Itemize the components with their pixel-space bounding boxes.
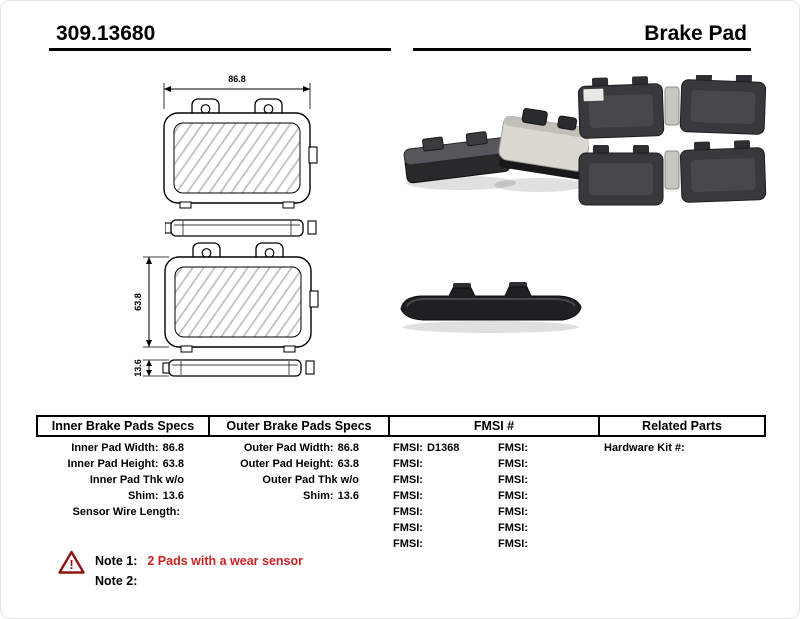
svg-text:!: !: [69, 557, 73, 572]
pad-photo-perspective: [403, 108, 589, 192]
inner-pad-height-row: Inner Pad Height:63.8: [67, 458, 184, 470]
fmsi-row: FMSI:: [393, 506, 423, 518]
header-related-parts: Related Parts: [598, 417, 764, 435]
inner-pad-width-row: Inner Pad Width:86.8: [71, 442, 184, 454]
header-rule-right: [413, 48, 751, 51]
header-inner-specs: Inner Brake Pads Specs: [51, 419, 195, 433]
outer-pad-width-row: Outer Pad Width:86.8: [243, 442, 359, 454]
fmsi-row: FMSI:: [393, 474, 423, 486]
pad-label-sticker: [583, 88, 604, 102]
pad-front-drawing-width: 86.8: [163, 74, 318, 209]
part-number: 309.13680: [56, 22, 156, 45]
fmsi-row: FMSI:: [498, 522, 528, 534]
pad-photo-set: [577, 75, 767, 206]
pad-edge-drawing-thickness: 13.6: [133, 359, 315, 377]
fmsi-row: FMSI:: [498, 474, 528, 486]
brake-pad-front-outline-2: [164, 242, 319, 353]
fmsi-row: FMSI:: [498, 538, 528, 550]
note-2-label: Note 2:: [95, 574, 138, 588]
outer-pad-thk-row: Outer Pad Thk w/o Shim:13.6: [262, 474, 359, 502]
header-outer-specs: Outer Brake Pads Specs: [208, 417, 388, 435]
note-1-label: Note 1:: [95, 554, 138, 568]
fmsi-row: FMSI:: [498, 442, 528, 454]
brake-pad-front-outline: [163, 98, 318, 209]
pad-height-dimension: 63.8: [133, 293, 143, 311]
outer-pad-height-row: Outer Pad Height:63.8: [240, 458, 359, 470]
fmsi-row: FMSI:: [498, 506, 528, 518]
note-2: Note 2:: [95, 574, 147, 588]
warning-triangle-icon: !: [58, 550, 85, 574]
fmsi-row: FMSI:: [393, 522, 423, 534]
fmsi-row: FMSI:D1368: [393, 442, 460, 454]
sensor-wire-length-row: Sensor Wire Length:: [72, 506, 180, 518]
fmsi-column-1: FMSI:D1368 FMSI: FMSI: FMSI: FMSI: FMSI:…: [393, 440, 493, 552]
note-1: Note 1: 2 Pads with a wear sensor: [95, 554, 303, 568]
pad-edge-drawing-top: [165, 219, 317, 237]
fmsi-row: FMSI:: [498, 490, 528, 502]
pad-width-dimension: 86.8: [228, 74, 246, 84]
pad-thickness-dimension: 13.6: [133, 359, 143, 377]
header-fmsi: FMSI #: [388, 417, 598, 435]
fmsi-row: FMSI:: [498, 458, 528, 470]
inner-specs-column: Inner Pad Width:86.8 Inner Pad Height:63…: [36, 440, 184, 520]
note-1-text: 2 Pads with a wear sensor: [147, 554, 303, 568]
spec-table-header-row: Inner Brake Pads Specs Outer Brake Pads …: [36, 415, 766, 437]
page-title: Brake Pad: [644, 22, 747, 45]
outer-specs-column: Outer Pad Width:86.8 Outer Pad Height:63…: [209, 440, 359, 504]
hardware-kit-row: Hardware Kit #:: [604, 442, 685, 454]
fmsi-row: FMSI:: [393, 538, 423, 550]
fmsi-column-2: FMSI: FMSI: FMSI: FMSI: FMSI: FMSI: FMSI…: [498, 440, 598, 552]
related-parts-column: Hardware Kit #:: [604, 440, 764, 456]
inner-pad-thk-row: Inner Pad Thk w/o Shim:13.6: [89, 474, 184, 502]
fmsi-row: FMSI:: [393, 490, 423, 502]
pad-front-drawing-height: 63.8: [133, 242, 319, 353]
header-rule-left: [49, 48, 391, 51]
fmsi-row: FMSI:: [393, 458, 423, 470]
pad-photo-side: [400, 282, 582, 333]
